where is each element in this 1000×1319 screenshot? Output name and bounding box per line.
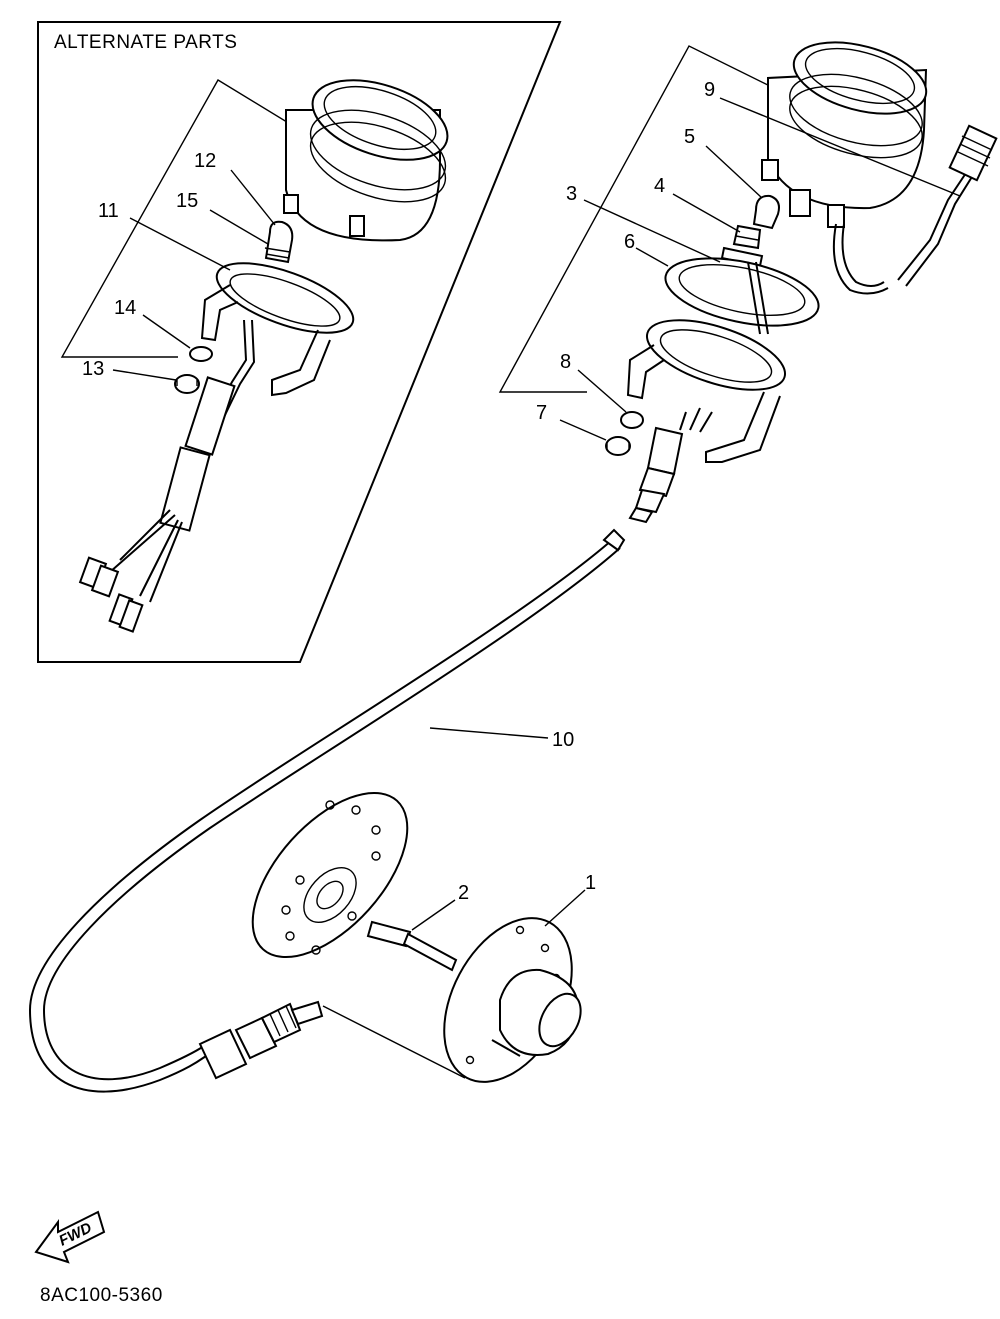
fwd-arrow-icon bbox=[34, 1210, 106, 1264]
callout-15: 15 bbox=[176, 190, 198, 212]
leader-9 bbox=[719, 97, 961, 197]
fwd-arrow: FWD bbox=[34, 1210, 106, 1264]
alt-ring bbox=[200, 262, 355, 397]
callout-8: 8 bbox=[560, 351, 571, 373]
callout-labels: 12 15 11 14 13 9 5 4 3 6 8 7 10 2 1 bbox=[82, 79, 715, 904]
leader-5 bbox=[705, 145, 763, 199]
callout-2: 2 bbox=[458, 882, 469, 904]
meter-lead-connector bbox=[628, 407, 713, 524]
leader-4 bbox=[672, 193, 741, 233]
callout-14: 14 bbox=[114, 297, 136, 319]
callout-4: 4 bbox=[654, 175, 665, 197]
main-meter-assembly bbox=[498, 41, 998, 524]
leader-13 bbox=[112, 369, 177, 381]
leader-14 bbox=[142, 314, 191, 349]
meter-cable bbox=[28, 528, 626, 1093]
leader-3 bbox=[583, 199, 721, 263]
callout-13: 13 bbox=[82, 358, 104, 380]
alternate-parts-title: ALTERNATE PARTS bbox=[54, 32, 237, 53]
callout-12: 12 bbox=[194, 150, 216, 172]
callout-10: 10 bbox=[552, 729, 574, 751]
callout-1: 1 bbox=[585, 872, 596, 894]
hub-assembly bbox=[251, 791, 586, 1083]
callout-7: 7 bbox=[536, 402, 547, 424]
callout-3: 3 bbox=[566, 183, 577, 205]
nut bbox=[605, 436, 631, 456]
main-bracket bbox=[498, 45, 783, 393]
alternate-parts-border bbox=[37, 21, 562, 663]
alt-nut bbox=[174, 374, 200, 394]
callout-11: 11 bbox=[98, 200, 119, 222]
leader-15 bbox=[209, 209, 269, 245]
meter-body bbox=[761, 41, 928, 228]
leader-10 bbox=[429, 727, 549, 739]
drive-shaft bbox=[366, 920, 458, 972]
leader-1 bbox=[544, 889, 586, 927]
meter-gear-unit bbox=[443, 917, 582, 1083]
callout-5: 5 bbox=[684, 126, 695, 148]
leader-8 bbox=[577, 369, 627, 413]
alt-meter bbox=[264, 79, 449, 264]
callout-9: 9 bbox=[704, 79, 715, 101]
leader-7 bbox=[559, 419, 607, 441]
gasket-ring bbox=[664, 257, 820, 335]
alt-wiring-harness bbox=[78, 319, 256, 633]
bulb bbox=[752, 194, 780, 230]
leader-hub bbox=[322, 1005, 466, 1079]
drawing-number: 8AC100-5360 bbox=[40, 1285, 163, 1306]
alt-washer bbox=[189, 346, 213, 362]
leader-11 bbox=[129, 217, 231, 271]
leader-2 bbox=[411, 899, 456, 931]
meter-wire-loop bbox=[832, 223, 889, 295]
leader-6 bbox=[635, 247, 669, 267]
alternate-parts-panel: ALTERNATE PARTS bbox=[37, 21, 562, 663]
callout-6: 6 bbox=[624, 231, 635, 253]
washer bbox=[620, 411, 644, 429]
leader-12 bbox=[230, 169, 276, 226]
drive-plate bbox=[251, 791, 409, 959]
meter-cable-fitting bbox=[897, 124, 998, 287]
meter-bracket bbox=[626, 319, 787, 463]
alt-bracket bbox=[60, 79, 301, 358]
